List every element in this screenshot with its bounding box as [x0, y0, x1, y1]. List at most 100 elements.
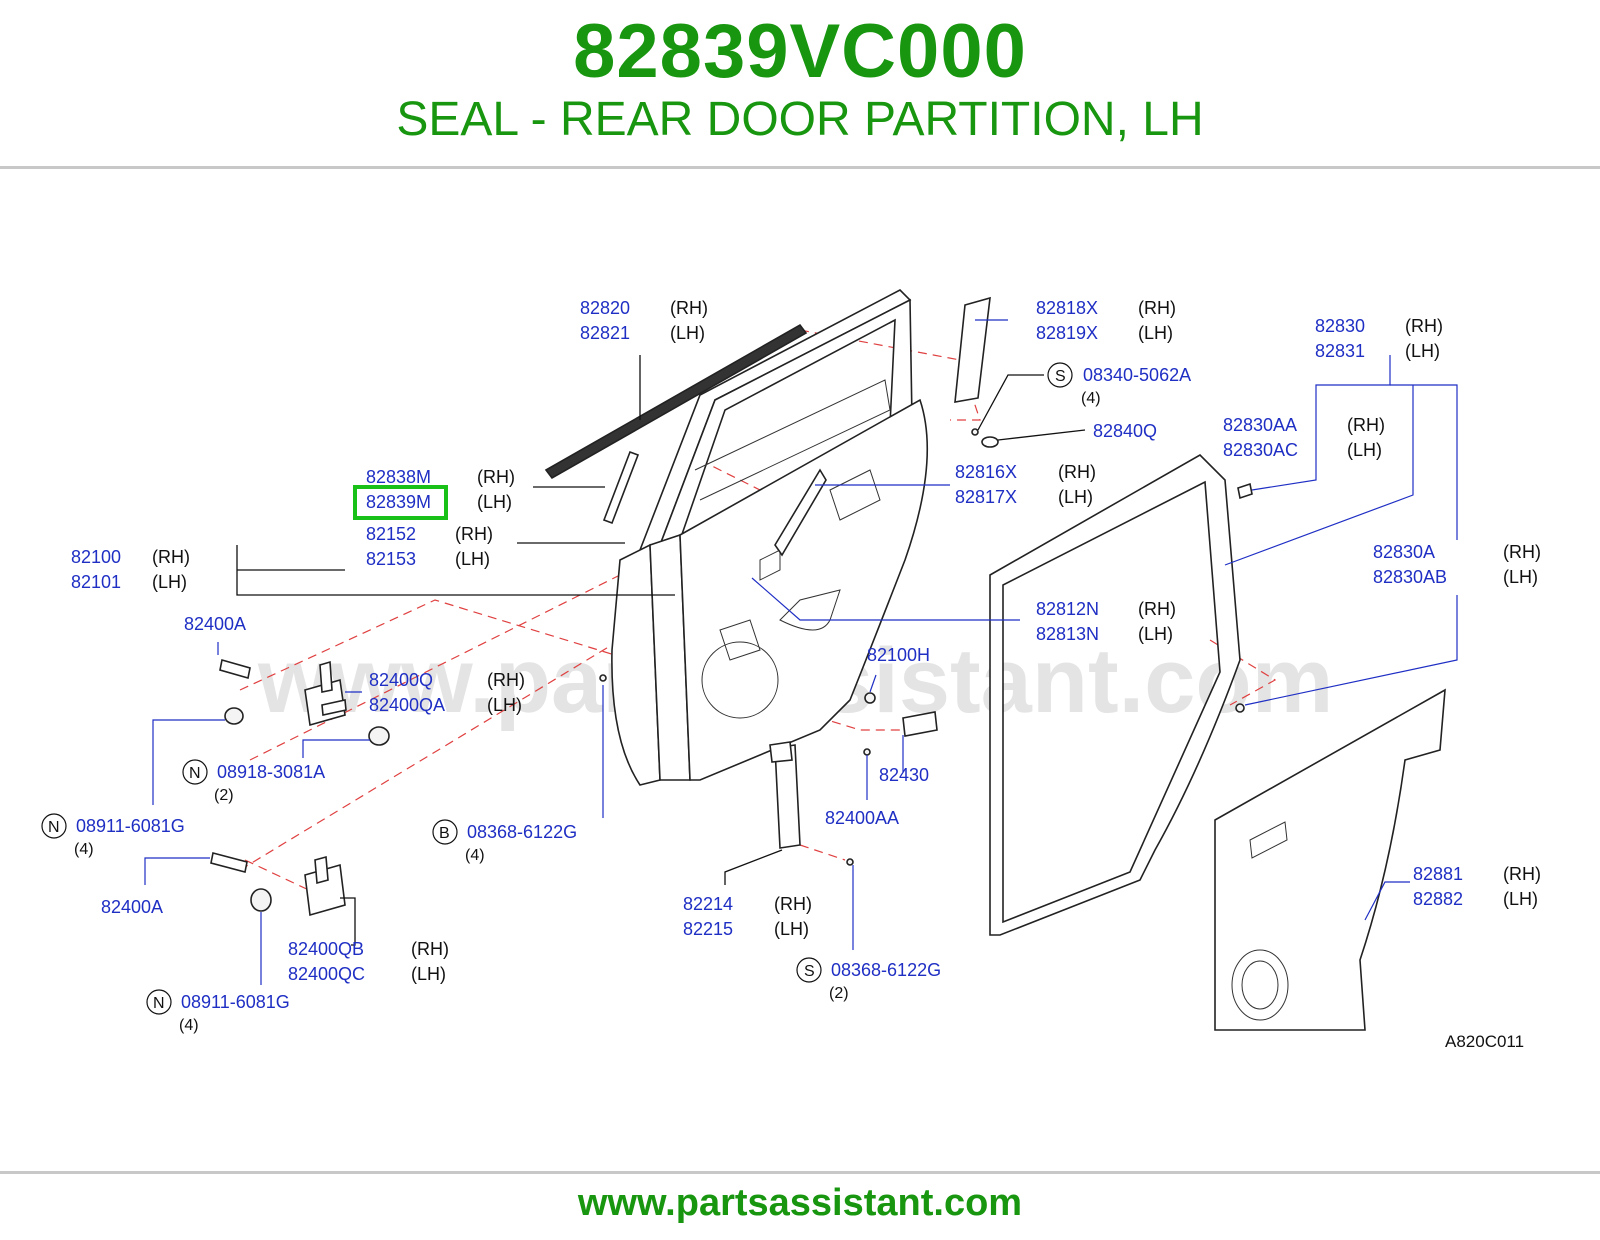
part-label-82400QB[interactable]: 82400QB — [288, 939, 364, 959]
striker-82430 — [902, 711, 938, 737]
symbol-circle — [1047, 362, 1073, 388]
quantity-label: (2) — [214, 787, 234, 804]
part-label-82838M[interactable]: 82838M — [366, 467, 431, 487]
part-label-08911-6081G[interactable]: 08911-6081G — [76, 816, 185, 836]
quantity-label: (4) — [74, 841, 94, 858]
side-label-rh: (RH) — [1503, 542, 1541, 562]
side-label-rh: (RH) — [1503, 864, 1541, 884]
side-label-rh: (RH) — [152, 547, 190, 567]
part-label-82830[interactable]: 82830 — [1315, 316, 1365, 336]
part-label-08911-6081G[interactable]: 08911-6081G — [181, 992, 290, 1012]
part-label-82812N[interactable]: 82812N — [1036, 599, 1099, 619]
nut-08911-b — [250, 888, 272, 912]
door-trim-panel — [1214, 688, 1446, 1031]
side-label-lh: (LH) — [670, 323, 705, 343]
footer-divider — [0, 1171, 1600, 1174]
side-label-lh: (LH) — [152, 572, 187, 592]
part-label-82400Q[interactable]: 82400Q — [369, 670, 433, 690]
nut-08918 — [368, 726, 390, 746]
side-label-lh: (LH) — [487, 695, 522, 715]
leader-lines — [144, 319, 1458, 985]
bumper-82100H — [864, 692, 876, 704]
symbol-circle — [432, 819, 458, 845]
part-label-82817X[interactable]: 82817X — [955, 487, 1017, 507]
bolt-82400A-top — [219, 658, 251, 680]
symbol-n: N — [189, 765, 201, 782]
bolt-82400A-bottom — [210, 852, 248, 873]
side-label-rh: (RH) — [1405, 316, 1443, 336]
part-label-82400A[interactable]: 82400A — [101, 897, 163, 917]
part-label-82830AC[interactable]: 82830AC — [1223, 440, 1298, 460]
part-label-82400AA[interactable]: 82400AA — [825, 808, 899, 828]
symbol-circle — [796, 957, 822, 983]
part-label-82830AA[interactable]: 82830AA — [1223, 415, 1297, 435]
part-label-08368-6122G[interactable]: 08368-6122G — [467, 822, 577, 842]
side-label-lh: (LH) — [411, 964, 446, 984]
side-label-lh: (LH) — [1405, 341, 1440, 361]
part-label-82430[interactable]: 82430 — [879, 765, 929, 785]
part-label-82153[interactable]: 82153 — [366, 549, 416, 569]
check-link — [769, 741, 801, 849]
part-label-82400A[interactable]: 82400A — [184, 614, 246, 634]
quantity-label: (4) — [465, 847, 485, 864]
part-label-82818X[interactable]: 82818X — [1036, 298, 1098, 318]
part-label-82881[interactable]: 82881 — [1413, 864, 1463, 884]
part-label-82813N[interactable]: 82813N — [1036, 624, 1099, 644]
side-label-rh: (RH) — [411, 939, 449, 959]
part-label-82100[interactable]: 82100 — [71, 547, 121, 567]
clip-82840Q — [981, 436, 999, 448]
part-label-82100H[interactable]: 82100H — [867, 645, 930, 665]
bolt-08368-b — [599, 674, 607, 682]
part-label-82214[interactable]: 82214 — [683, 894, 733, 914]
door-weatherstrip — [989, 454, 1241, 936]
part-label-82400QA[interactable]: 82400QA — [369, 695, 445, 715]
highlight-box — [353, 485, 448, 520]
symbol-n: N — [153, 995, 165, 1012]
side-label-rh: (RH) — [1058, 462, 1096, 482]
symbol-s: S — [1055, 368, 1066, 385]
side-label-rh: (RH) — [774, 894, 812, 914]
part-label-82101[interactable]: 82101 — [71, 572, 121, 592]
side-label-lh: (LH) — [1347, 440, 1382, 460]
nut-08911-a — [224, 707, 244, 725]
side-label-lh: (LH) — [1138, 624, 1173, 644]
upper-hinge — [304, 660, 347, 727]
part-label-08340-5062A[interactable]: 08340-5062A — [1083, 365, 1191, 385]
part-label-82819X[interactable]: 82819X — [1036, 323, 1098, 343]
part-label-82821[interactable]: 82821 — [580, 323, 630, 343]
symbol-s: S — [804, 963, 815, 980]
screw-08368-s — [846, 858, 854, 866]
footer-url[interactable]: www.partsassistant.com — [577, 1182, 1023, 1224]
side-label-lh: (LH) — [774, 919, 809, 939]
header-divider — [0, 166, 1600, 169]
part-label-82820[interactable]: 82820 — [580, 298, 630, 318]
part-label-08918-3081A[interactable]: 08918-3081A — [217, 762, 325, 782]
part-label-82400QC[interactable]: 82400QC — [288, 964, 365, 984]
part-description: SEAL - REAR DOOR PARTITION, LH — [396, 93, 1204, 146]
part-label-08368-6122G[interactable]: 08368-6122G — [831, 960, 941, 980]
diagram-code: A820C011 — [1445, 1032, 1524, 1051]
clip-82830A — [1235, 703, 1245, 713]
part-label-82831[interactable]: 82831 — [1315, 341, 1365, 361]
sash-tape — [954, 296, 991, 403]
glass-run-strip — [544, 323, 808, 480]
side-label-rh: (RH) — [487, 670, 525, 690]
part-label-82830AB[interactable]: 82830AB — [1373, 567, 1447, 587]
window-sash-cover — [774, 468, 827, 557]
part-label-82816X[interactable]: 82816X — [955, 462, 1017, 482]
side-label-rh: (RH) — [455, 524, 493, 544]
part-label-82215[interactable]: 82215 — [683, 919, 733, 939]
quantity-label: (2) — [829, 985, 849, 1002]
part-label-82839M[interactable]: 82839M — [366, 492, 431, 512]
symbol-n: N — [48, 819, 60, 836]
partition-seal — [602, 450, 640, 525]
side-label-lh: (LH) — [455, 549, 490, 569]
part-label-82840Q[interactable]: 82840Q — [1093, 421, 1157, 441]
part-label-82830A[interactable]: 82830A — [1373, 542, 1435, 562]
part-label-82152[interactable]: 82152 — [366, 524, 416, 544]
part-label-82882[interactable]: 82882 — [1413, 889, 1463, 909]
symbol-circle — [41, 813, 67, 839]
side-label-lh: (LH) — [477, 492, 512, 512]
page-header: 82839VC000 SEAL - REAR DOOR PARTITION, L… — [0, 0, 1600, 168]
